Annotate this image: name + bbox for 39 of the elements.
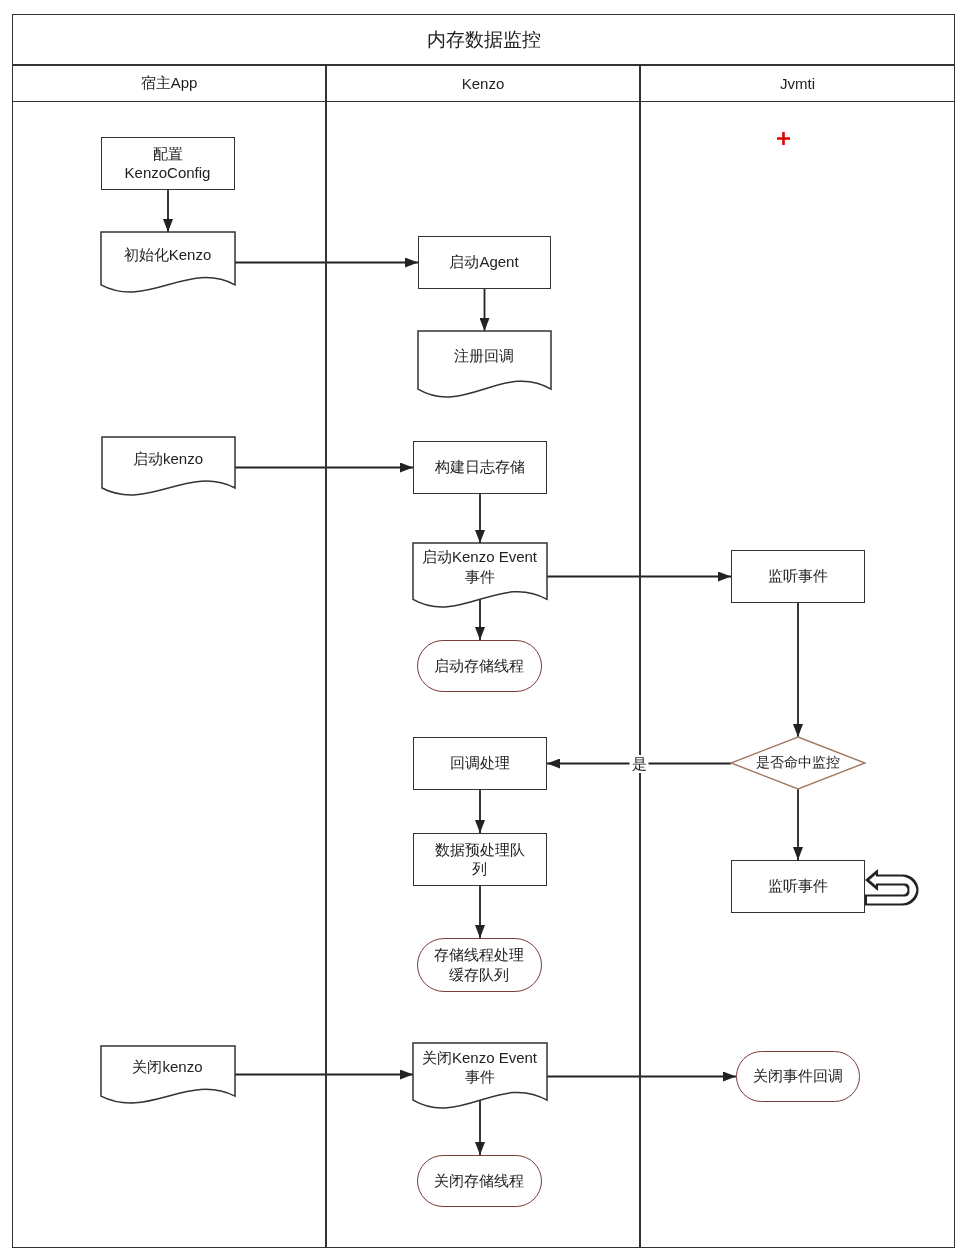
process-box: 配置 KenzoConfig (100, 136, 235, 190)
lane-header: Jvmti (641, 65, 954, 102)
arrow (793, 788, 803, 861)
arrow (163, 189, 173, 233)
process-box: 启动Agent (417, 235, 551, 289)
decision-diamond: 是否命中监控 (730, 736, 865, 789)
arrow (546, 758, 732, 769)
arrow (475, 885, 485, 939)
arrow (793, 602, 803, 738)
lane-header: Kenzo (327, 65, 639, 102)
arrow (479, 288, 490, 332)
document-shape: 初始化Kenzo (100, 231, 235, 292)
arrow (546, 1071, 737, 1082)
arrow (475, 789, 485, 834)
document-shape: 启动kenzo (101, 436, 235, 495)
document-shape: 注册回调 (417, 330, 551, 397)
terminal-shape: 关闭事件回调 (735, 1050, 860, 1102)
terminal-shape: 关闭存储线程 (416, 1154, 542, 1207)
diagram-title: 内存数据监控 (12, 14, 955, 66)
arrow (546, 571, 732, 582)
document-shape: 关闭kenzo (100, 1045, 235, 1103)
process-box: 构建日志存储 (412, 440, 547, 494)
arrow (475, 598, 485, 641)
edge-label: 是 (629, 754, 649, 773)
process-box: 数据预处理队列 (412, 832, 547, 886)
process-box: 监听事件 (730, 549, 865, 603)
arrow (475, 1099, 485, 1156)
terminal-shape: 存储线程处理缓存队列 (416, 937, 542, 992)
loop-arrow (865, 869, 919, 906)
process-box: 监听事件 (730, 859, 865, 913)
document-shape: 启动Kenzo Event 事件 (412, 542, 547, 607)
arrow (475, 493, 485, 544)
terminal-shape: 启动存储线程 (416, 639, 542, 692)
process-box: 回调处理 (412, 736, 547, 790)
lane-header: 宿主App (13, 65, 325, 102)
swimlane (12, 64, 326, 1248)
document-shape: 关闭Kenzo Event 事件 (412, 1042, 547, 1108)
arrow (234, 257, 419, 268)
arrow (234, 462, 414, 473)
